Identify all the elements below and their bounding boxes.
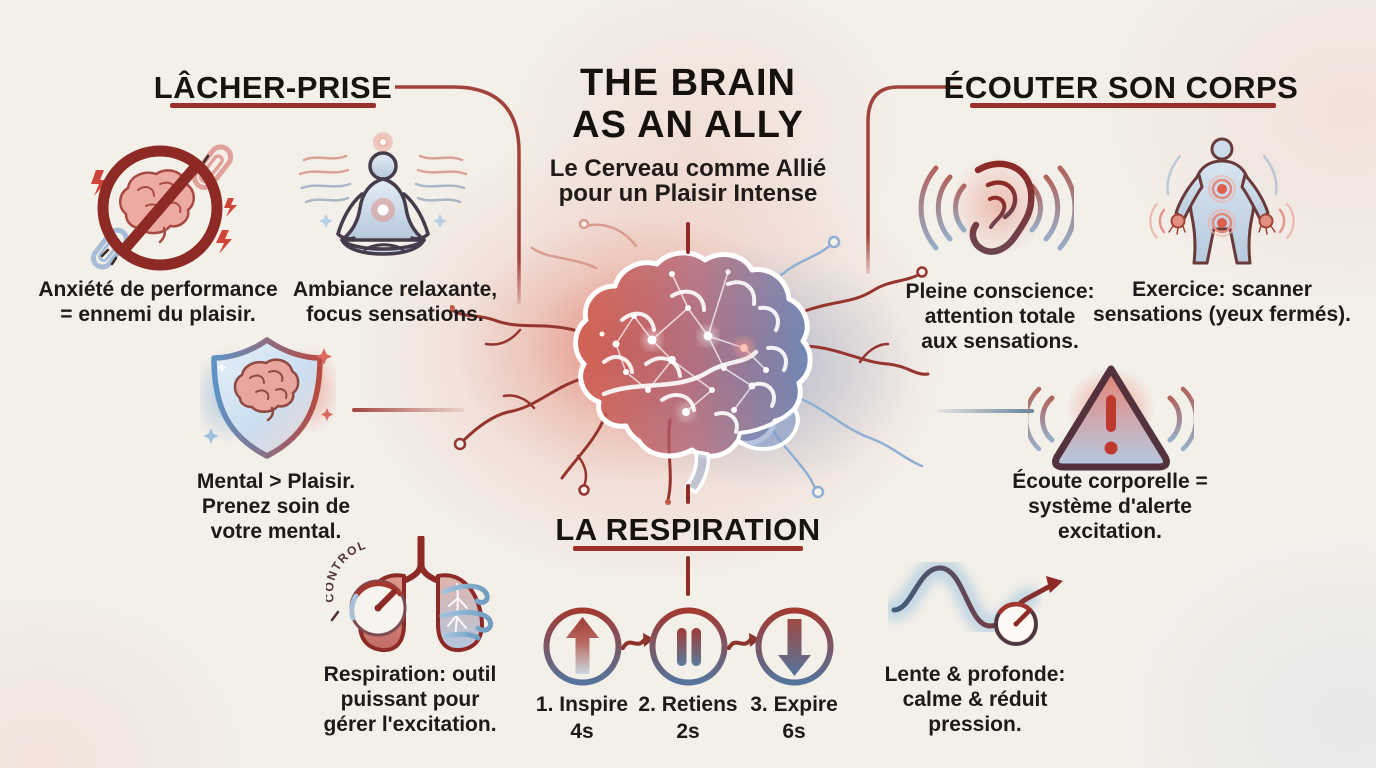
caption-line: puissant pour bbox=[340, 688, 480, 711]
listening-ear-icon bbox=[918, 146, 1074, 272]
main-subtitle: Le Cerveau comme Allié pour un Plaisir I… bbox=[550, 156, 827, 206]
caption-line: Respiration: outil bbox=[323, 663, 497, 686]
caption-respiration-outil: Respiration: outil puissant pour gérer l… bbox=[323, 662, 496, 737]
caption-ambiance-relaxante: Ambiance relaxante, focus sensations. bbox=[293, 277, 497, 327]
step-duration: 6s bbox=[782, 720, 806, 743]
caption-line: Pleine conscience: bbox=[905, 280, 1095, 303]
main-subtitle-line: Le Cerveau comme Allié bbox=[549, 155, 827, 182]
caption-line: attention totale bbox=[924, 305, 1076, 328]
inhale-up-arrow-icon bbox=[540, 604, 625, 689]
caption-line: Exercice: scanner bbox=[1132, 278, 1312, 301]
caption-line: votre mental. bbox=[210, 520, 342, 543]
caption-line: Prenez soin de bbox=[201, 495, 351, 518]
exhale-down-arrow-icon bbox=[752, 604, 837, 689]
step-arrow-icon bbox=[621, 629, 655, 655]
caption-line: gérer l'excitation. bbox=[323, 713, 497, 736]
lungs-control-gauge-icon: CONTROL bbox=[326, 536, 502, 656]
step-arrow-icon bbox=[727, 629, 761, 655]
caption-line: Anxiété de performance bbox=[38, 278, 278, 301]
exclamation-mark-icon bbox=[1104, 395, 1118, 455]
caption-line: calme & réduit bbox=[902, 688, 1048, 711]
caption-line: Mental > Plaisir. bbox=[196, 470, 356, 493]
speed-gauge-icon bbox=[994, 601, 1038, 646]
brain-icon bbox=[233, 358, 300, 422]
caption-anxiete-performance: Anxiété de performance = ennemi du plais… bbox=[38, 277, 277, 327]
caption-exercice-scanner: Exercice: scanner sensations (yeux fermé… bbox=[1093, 277, 1351, 327]
step-label-expire: 3. Expire 6s bbox=[750, 691, 838, 745]
main-title: THE BRAIN AS AN ALLY bbox=[572, 62, 804, 146]
main-title-line: AS AN ALLY bbox=[572, 104, 804, 146]
sensation-hotspot-icon bbox=[1208, 175, 1236, 237]
shield-brain-icon bbox=[200, 334, 336, 462]
connector-respiration-steps bbox=[686, 556, 690, 596]
step-duration: 2s bbox=[676, 720, 700, 743]
connector-ecouter-son-corps bbox=[863, 84, 963, 276]
step-duration: 4s bbox=[570, 720, 594, 743]
caption-line: = ennemi du plaisir. bbox=[60, 303, 256, 326]
neural-brain-icon bbox=[450, 212, 930, 512]
alert-triangle-icon bbox=[1028, 356, 1194, 484]
section-title-la-respiration: LA RESPIRATION bbox=[555, 512, 821, 547]
caption-mental-plaisir: Mental > Plaisir. Prenez soin de votre m… bbox=[197, 469, 355, 544]
no-performance-anxiety-icon bbox=[80, 142, 240, 274]
main-subtitle-line: pour un Plaisir Intense bbox=[558, 180, 818, 207]
caption-ecoute-corporelle: Écoute corporelle = système d'alerte exc… bbox=[1012, 469, 1207, 544]
sparkle-icon bbox=[319, 214, 447, 228]
slow-wave-gauge-icon bbox=[888, 548, 1064, 648]
hold-pause-icon bbox=[646, 604, 731, 689]
section-title-ecouter-son-corps: ÉCOUTER SON CORPS bbox=[943, 70, 1299, 105]
caption-line: sensations (yeux fermés). bbox=[1093, 303, 1351, 326]
caption-line: Lente & profonde: bbox=[884, 663, 1066, 686]
connector-shield-brain bbox=[352, 408, 464, 412]
lightning-bolt-icon bbox=[91, 170, 237, 254]
slow-wave-arrow-icon bbox=[891, 565, 1063, 629]
prohibition-circle-icon bbox=[97, 145, 223, 271]
body-scan-icon bbox=[1146, 136, 1298, 272]
connector-brain-respiration bbox=[686, 484, 690, 504]
step-label-retiens: 2. Retiens 2s bbox=[638, 691, 737, 745]
step-label-inspire: 1. Inspire 4s bbox=[536, 691, 628, 745]
connector-title-brain bbox=[686, 222, 690, 254]
step-name: 1. Inspire bbox=[535, 693, 629, 716]
underline-lacher-prise bbox=[170, 103, 376, 108]
connector-brain-alert bbox=[938, 409, 1034, 413]
underline-la-respiration bbox=[573, 546, 803, 551]
vibration-arcs-icon bbox=[1149, 154, 1295, 239]
control-gauge-icon: CONTROL bbox=[326, 538, 407, 637]
ear-icon bbox=[969, 160, 1035, 255]
caption-pleine-conscience: Pleine conscience: attention totale aux … bbox=[905, 279, 1094, 354]
caption-line: Ambiance relaxante, bbox=[292, 278, 498, 301]
caption-line: aux sensations. bbox=[921, 330, 1079, 353]
wind-swirl-icon bbox=[439, 583, 494, 641]
sparkle-icon bbox=[203, 348, 333, 444]
relaxing-waves-icon bbox=[298, 154, 468, 204]
caption-line: focus sensations. bbox=[306, 303, 484, 326]
connector-lacher-prise bbox=[395, 84, 525, 304]
step-name: 2. Retiens bbox=[638, 693, 738, 716]
human-body-icon bbox=[1168, 137, 1276, 265]
caption-lente-profonde: Lente & profonde: calme & réduit pressio… bbox=[885, 662, 1066, 737]
main-title-line: THE BRAIN bbox=[580, 62, 796, 104]
meditation-icon bbox=[298, 132, 468, 264]
caption-line: pression. bbox=[928, 713, 1022, 736]
caption-line: système d'alerte bbox=[1028, 495, 1192, 518]
caption-line: Écoute corporelle = bbox=[1012, 470, 1208, 493]
underline-ecouter-son-corps bbox=[970, 103, 1276, 108]
caption-line: excitation. bbox=[1058, 520, 1162, 543]
section-title-lacher-prise: LÂCHER-PRISE bbox=[153, 70, 393, 105]
sound-waves-icon bbox=[918, 165, 1074, 251]
step-name: 3. Expire bbox=[750, 693, 838, 716]
sound-waves-icon bbox=[1028, 386, 1194, 452]
